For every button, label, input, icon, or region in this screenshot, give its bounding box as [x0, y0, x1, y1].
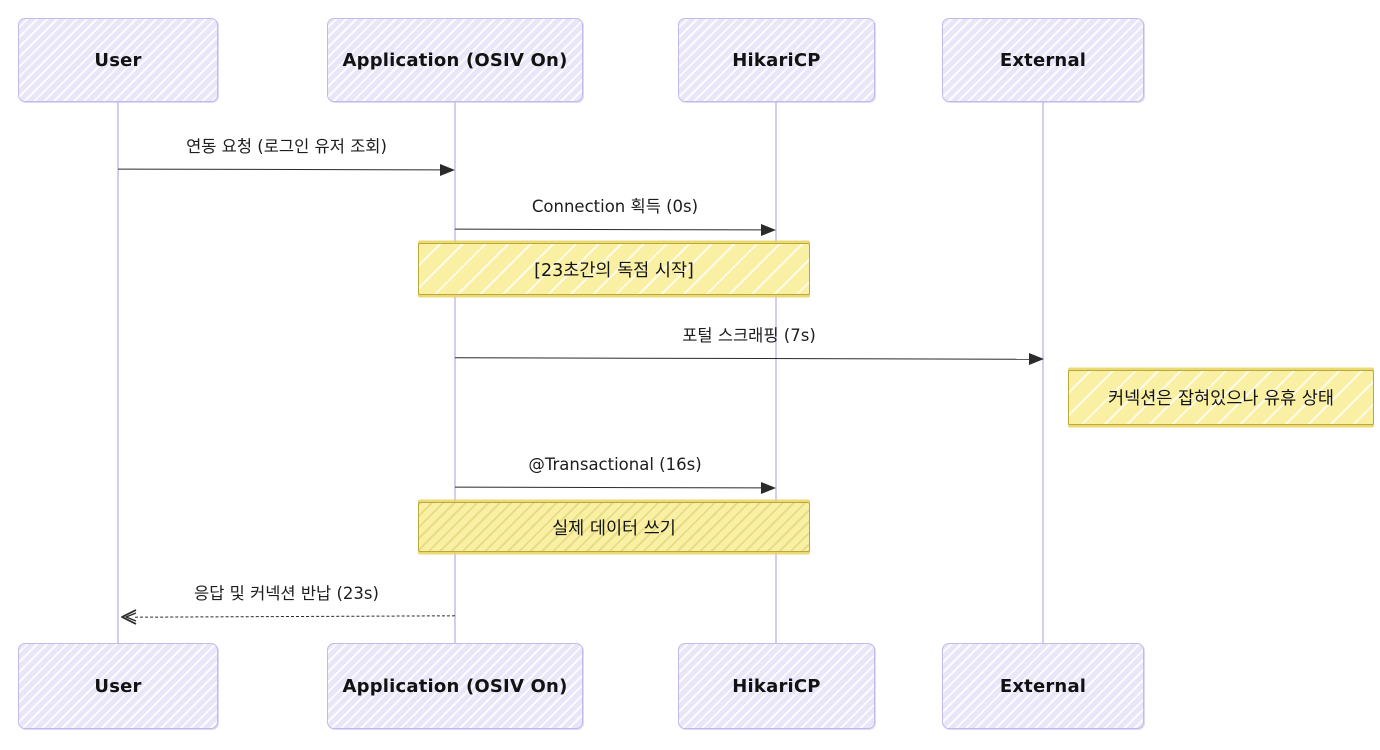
lifeline-application	[454, 102, 456, 643]
lifeline-hikaricp	[775, 102, 777, 643]
lifeline-external	[1042, 102, 1044, 643]
actor-user-top: User	[18, 18, 218, 102]
arrowhead-right-icon	[440, 164, 455, 176]
actor-external-bottom: External	[942, 643, 1144, 729]
note-actual-write: 실제 데이터 쓰기	[418, 502, 810, 552]
message-label-connection: Connection 획득 (0s)	[531, 197, 699, 216]
message-label-request: 연동 요청 (로그인 유저 조회)	[186, 137, 387, 156]
actor-external-label: External	[999, 49, 1087, 71]
arrowhead-open-left-icon	[118, 607, 140, 631]
note-idle-connection: 커넥션은 잡혀있으나 유휴 상태	[1068, 370, 1374, 425]
actor-application-bottom: Application (OSIV On)	[327, 643, 583, 729]
message-line-request	[117, 168, 441, 171]
actor-hikaricp-label: HikariCP	[732, 675, 821, 697]
message-line-scraping	[454, 357, 1030, 360]
actor-hikaricp-top: HikariCP	[678, 18, 875, 102]
arrowhead-right-icon	[761, 482, 776, 494]
actor-application-top: Application (OSIV On)	[327, 18, 583, 102]
actor-external-label: External	[999, 675, 1087, 697]
message-label-response: 응답 및 커넥션 반납 (23s)	[194, 584, 379, 603]
arrowhead-right-icon	[761, 224, 776, 236]
lifeline-user	[117, 102, 119, 643]
message-line-transactional	[454, 486, 762, 489]
message-line-response	[134, 615, 456, 618]
message-label-scraping: 포털 스크래핑 (7s)	[682, 326, 816, 345]
actor-external-top: External	[942, 18, 1144, 102]
arrowhead-right-icon	[1029, 353, 1044, 365]
actor-hikaricp-label: HikariCP	[732, 49, 821, 71]
actor-user-label: User	[94, 49, 142, 71]
actor-user-bottom: User	[18, 643, 218, 729]
message-label-transactional: @Transactional (16s)	[528, 455, 702, 474]
actor-user-label: User	[94, 675, 142, 697]
actor-application-label: Application (OSIV On)	[342, 49, 568, 71]
actor-hikaricp-bottom: HikariCP	[678, 643, 875, 729]
actor-application-label: Application (OSIV On)	[342, 675, 568, 697]
note-monopoly-start: [23초간의 독점 시작]	[418, 243, 810, 295]
message-line-connection	[454, 228, 762, 231]
